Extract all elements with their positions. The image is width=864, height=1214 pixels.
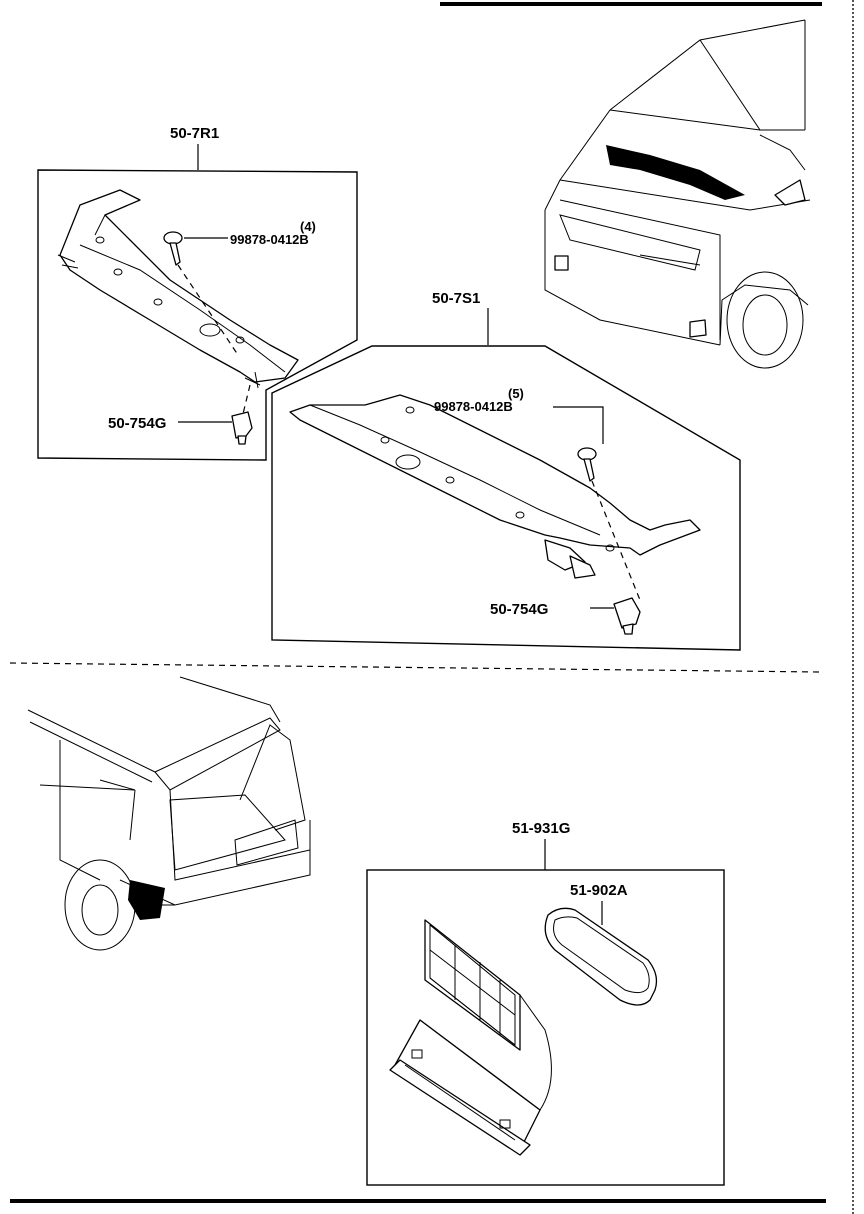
clip-r bbox=[231, 411, 253, 445]
label-group-rear: 51-931G bbox=[512, 820, 570, 837]
screw-r-part: 99878-0412B bbox=[230, 232, 309, 247]
section-divider bbox=[9, 662, 821, 673]
label-group-front-r: 50-7R1 bbox=[170, 125, 219, 142]
leader-dash-clip-r bbox=[241, 384, 251, 419]
screw-s-qty: (5) bbox=[508, 386, 524, 401]
label-group-front-s: 50-7S1 bbox=[432, 290, 480, 307]
screw-s bbox=[553, 406, 641, 601]
front-vehicle-illustration bbox=[544, 19, 811, 369]
rear-vehicle-illustration bbox=[27, 676, 311, 951]
clip-s-label: 50-754G bbox=[490, 601, 548, 618]
screw-r-qty: (4) bbox=[300, 219, 316, 234]
box-51-931G bbox=[366, 869, 725, 1186]
box-50-7R1 bbox=[37, 169, 358, 461]
gasket-part bbox=[544, 907, 658, 1006]
cowl-panel-s bbox=[289, 394, 701, 579]
clip-r-label: 50-754G bbox=[108, 415, 166, 432]
screw-r bbox=[163, 231, 239, 356]
vent-assembly bbox=[389, 919, 552, 1156]
screw-s-part: 99878-0412B bbox=[434, 399, 513, 414]
cowl-panel-r bbox=[57, 189, 299, 389]
box-50-7S1 bbox=[271, 345, 741, 651]
gasket-label: 51-902A bbox=[570, 882, 628, 899]
clip-s bbox=[613, 597, 641, 635]
